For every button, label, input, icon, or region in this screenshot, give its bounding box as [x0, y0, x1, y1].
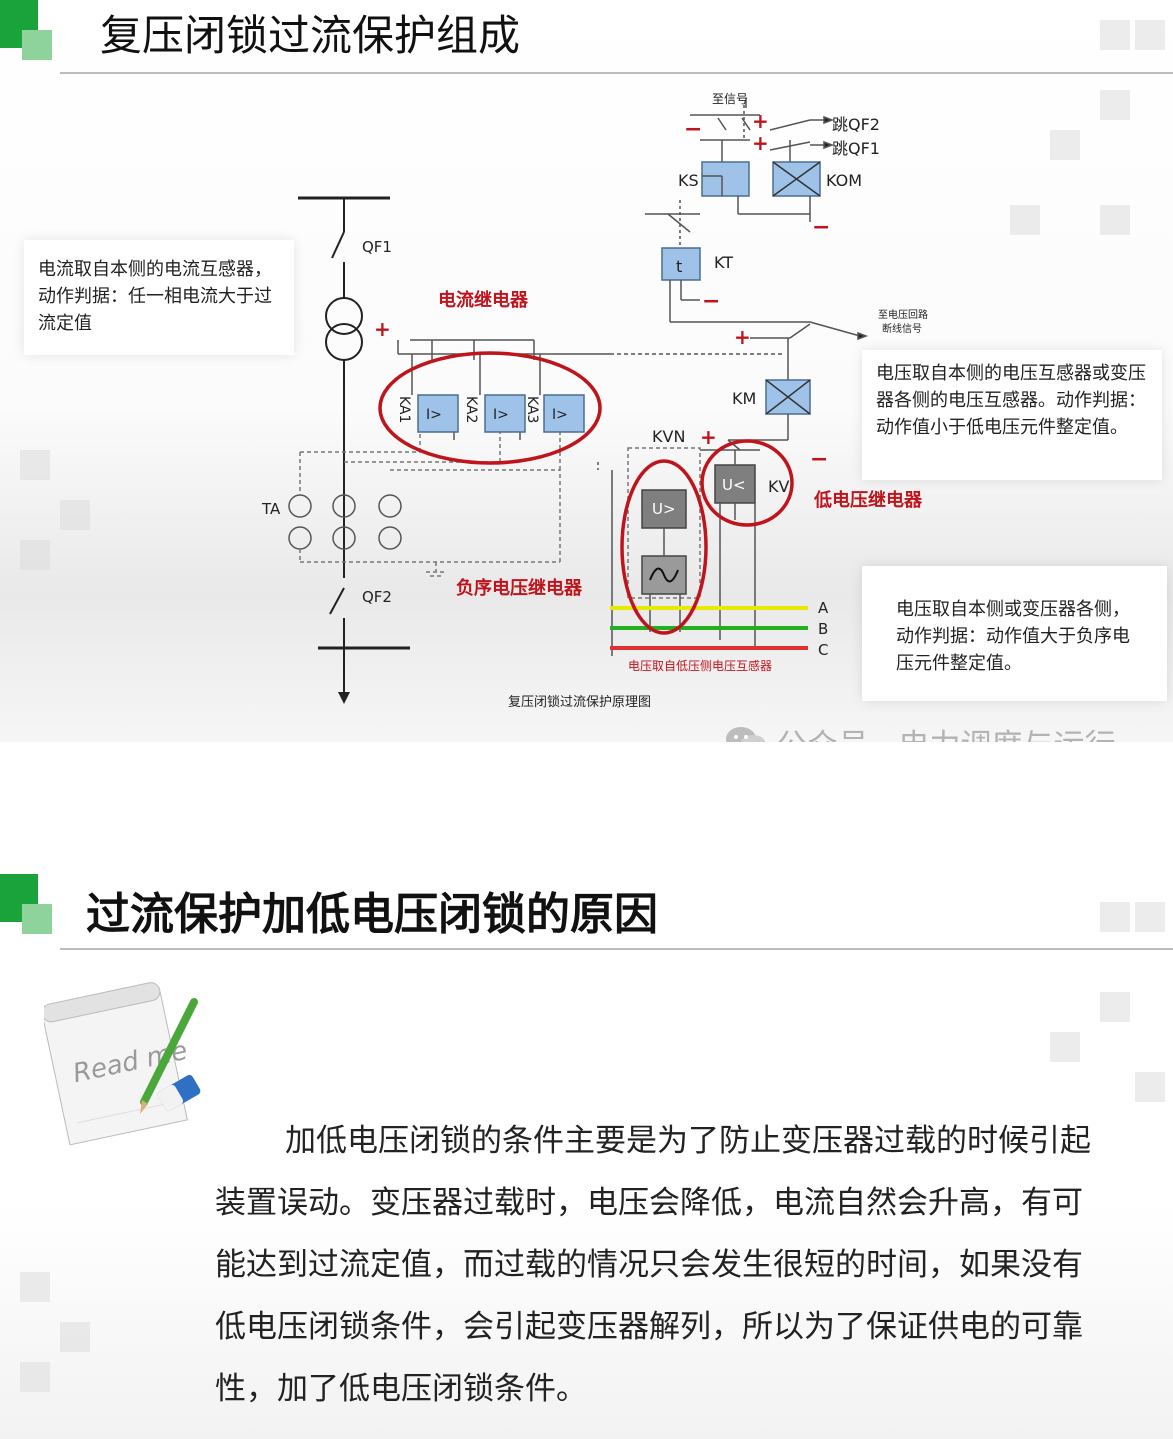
label-kom: KOM: [826, 171, 862, 190]
plus-mark: +: [374, 317, 391, 341]
header-accent-square-light: [22, 904, 52, 934]
notepad-illustration: Read me: [44, 982, 201, 1146]
decor-square: [20, 540, 50, 570]
decor-square: [1135, 1072, 1165, 1102]
plus-mark: +: [752, 109, 769, 133]
label-ks: KS: [678, 171, 699, 190]
plus-mark: +: [752, 131, 769, 155]
decor-square: [1050, 1032, 1080, 1062]
decor-square: [20, 1362, 50, 1392]
decor-square: [1100, 90, 1130, 120]
decor-square: [1135, 902, 1165, 932]
label-pt-source: 电压取自低压侧电压互感器: [628, 658, 772, 673]
label-km: KM: [732, 389, 756, 408]
label-kt: KT: [714, 253, 733, 272]
label-kvn: KVN: [652, 427, 685, 446]
label-qf2: QF2: [362, 588, 392, 606]
label-phase-a: A: [818, 599, 829, 617]
label-ka2: KA2: [463, 396, 479, 423]
decor-square: [1100, 902, 1130, 932]
slide-2-title: 过流保护加低电压闭锁的原因: [86, 889, 658, 940]
label-t-symbol: t: [676, 257, 682, 276]
label-current-relay: 电流继电器: [438, 289, 529, 311]
wechat-icon: [726, 727, 766, 742]
label-to-voltage-circuit-2: 断线信号: [882, 322, 922, 335]
plus-mark: +: [700, 425, 717, 449]
header-divider: [60, 72, 1173, 74]
decor-square: [1010, 205, 1040, 235]
watermark-account: 公众号 · 电力调度与运行: [776, 720, 1116, 742]
label-phase-c: C: [818, 641, 828, 659]
note-voltage-negseq: 电压取自本侧或变压器各侧，动作判据：动作值大于负序电压元件整定值。: [862, 566, 1167, 701]
decor-square: [1100, 992, 1130, 1022]
decor-square: [1100, 205, 1130, 235]
label-trip-qf2: 跳QF2: [832, 115, 880, 134]
minus-mark: −: [684, 117, 702, 142]
decor-square: [60, 1322, 90, 1352]
ka2-symbol: I>: [493, 407, 509, 423]
u-less-symbol: U<: [722, 476, 746, 494]
label-phase-b: B: [818, 620, 828, 638]
ka3-symbol: I>: [552, 407, 568, 423]
slide-1: 复压闭锁过流保护组成: [0, 0, 1173, 742]
header-accent-square-light: [22, 30, 52, 60]
label-trip-qf1: 跳QF1: [832, 139, 880, 158]
decor-square: [1135, 20, 1165, 50]
decor-square: [20, 1272, 50, 1302]
label-ta: TA: [261, 500, 281, 518]
protection-schematic: 至信号 跳QF2 跳QF1 KS KOM KT t QF1 QF2 TA 电流继…: [261, 92, 928, 710]
label-to-voltage-circuit-1: 至电压回路: [878, 308, 928, 321]
label-neg-seq-relay: 负序电压继电器: [456, 577, 583, 599]
decor-square: [20, 450, 50, 480]
plus-mark: +: [734, 325, 751, 349]
ka1-symbol: I>: [426, 407, 442, 423]
reason-paragraph: 加低电压闭锁的条件主要是为了防止变压器过载的时候引起装置误动。变压器过载时，电压…: [215, 1123, 1091, 1407]
header-divider: [60, 948, 1173, 950]
decor-square: [1050, 130, 1080, 160]
slide-1-title: 复压闭锁过流保护组成: [100, 11, 521, 60]
u-greater-symbol: U>: [652, 500, 676, 518]
minus-mark: −: [810, 447, 828, 472]
decor-square: [1100, 20, 1130, 50]
label-qf1: QF1: [362, 238, 392, 256]
note-voltage-low: 电压取自本侧的电压互感器或变压器各侧的电压互感器。动作判据：动作值小于低电压元件…: [862, 350, 1162, 480]
minus-mark: −: [702, 289, 720, 314]
label-low-voltage-relay: 低电压继电器: [813, 489, 923, 511]
label-ka3: KA3: [524, 396, 540, 423]
slide-2: 过流保护加低电压闭锁的原因 Read me 加低电压闭锁的条件主要是为了防止变压…: [0, 852, 1173, 1439]
decor-square: [60, 500, 90, 530]
label-kv: KV: [768, 477, 789, 496]
label-ka1: KA1: [396, 396, 412, 423]
diagram-caption: 复压闭锁过流保护原理图: [508, 694, 651, 710]
minus-mark: −: [812, 215, 830, 240]
label-to-signal: 至信号: [712, 92, 748, 106]
note-current-source: 电流取自本侧的电流互感器，动作判据：任一相电流大于过流定值: [24, 240, 294, 355]
